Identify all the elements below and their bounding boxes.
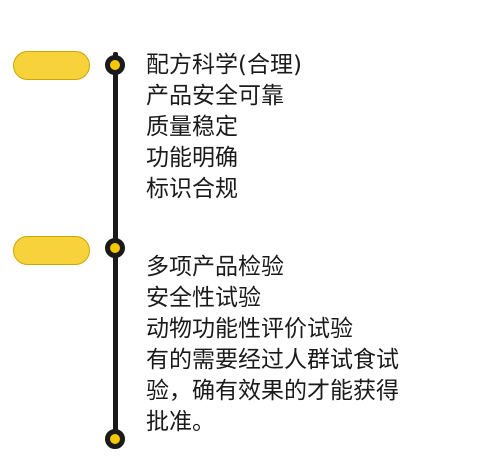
section-2-text: 多项产品检验 安全性试验 动物功能性评价试验 有的需要经过人群试食试 验，确有效… bbox=[146, 252, 399, 438]
section-1-text: 配方科学(合理) 产品安全可靠 质量稳定 功能明确 标识合规 bbox=[146, 50, 302, 205]
section-1-line-4: 功能明确 bbox=[146, 145, 238, 171]
section-2-line-2: 安全性试验 bbox=[146, 285, 261, 311]
timeline-node-1 bbox=[105, 55, 125, 75]
section-2-line-6: 批准。 bbox=[146, 409, 215, 435]
timeline-node-3 bbox=[105, 429, 125, 449]
section-2-line-4: 有的需要经过人群试食试 bbox=[146, 347, 399, 373]
section-1-line-2: 产品安全可靠 bbox=[146, 83, 284, 109]
section-2-line-1: 多项产品检验 bbox=[146, 254, 284, 280]
timeline-node-2 bbox=[105, 238, 125, 258]
section-1-line-1: 配方科学(合理) bbox=[146, 52, 302, 78]
section-1-line-5: 标识合规 bbox=[146, 176, 238, 202]
section-1-line-3: 质量稳定 bbox=[146, 114, 238, 140]
timeline-pill-2 bbox=[13, 236, 90, 265]
section-2-line-5: 验，确有效果的才能获得 bbox=[146, 378, 399, 404]
timeline-pill-1 bbox=[13, 51, 90, 80]
section-2-line-3: 动物功能性评价试验 bbox=[146, 316, 353, 342]
